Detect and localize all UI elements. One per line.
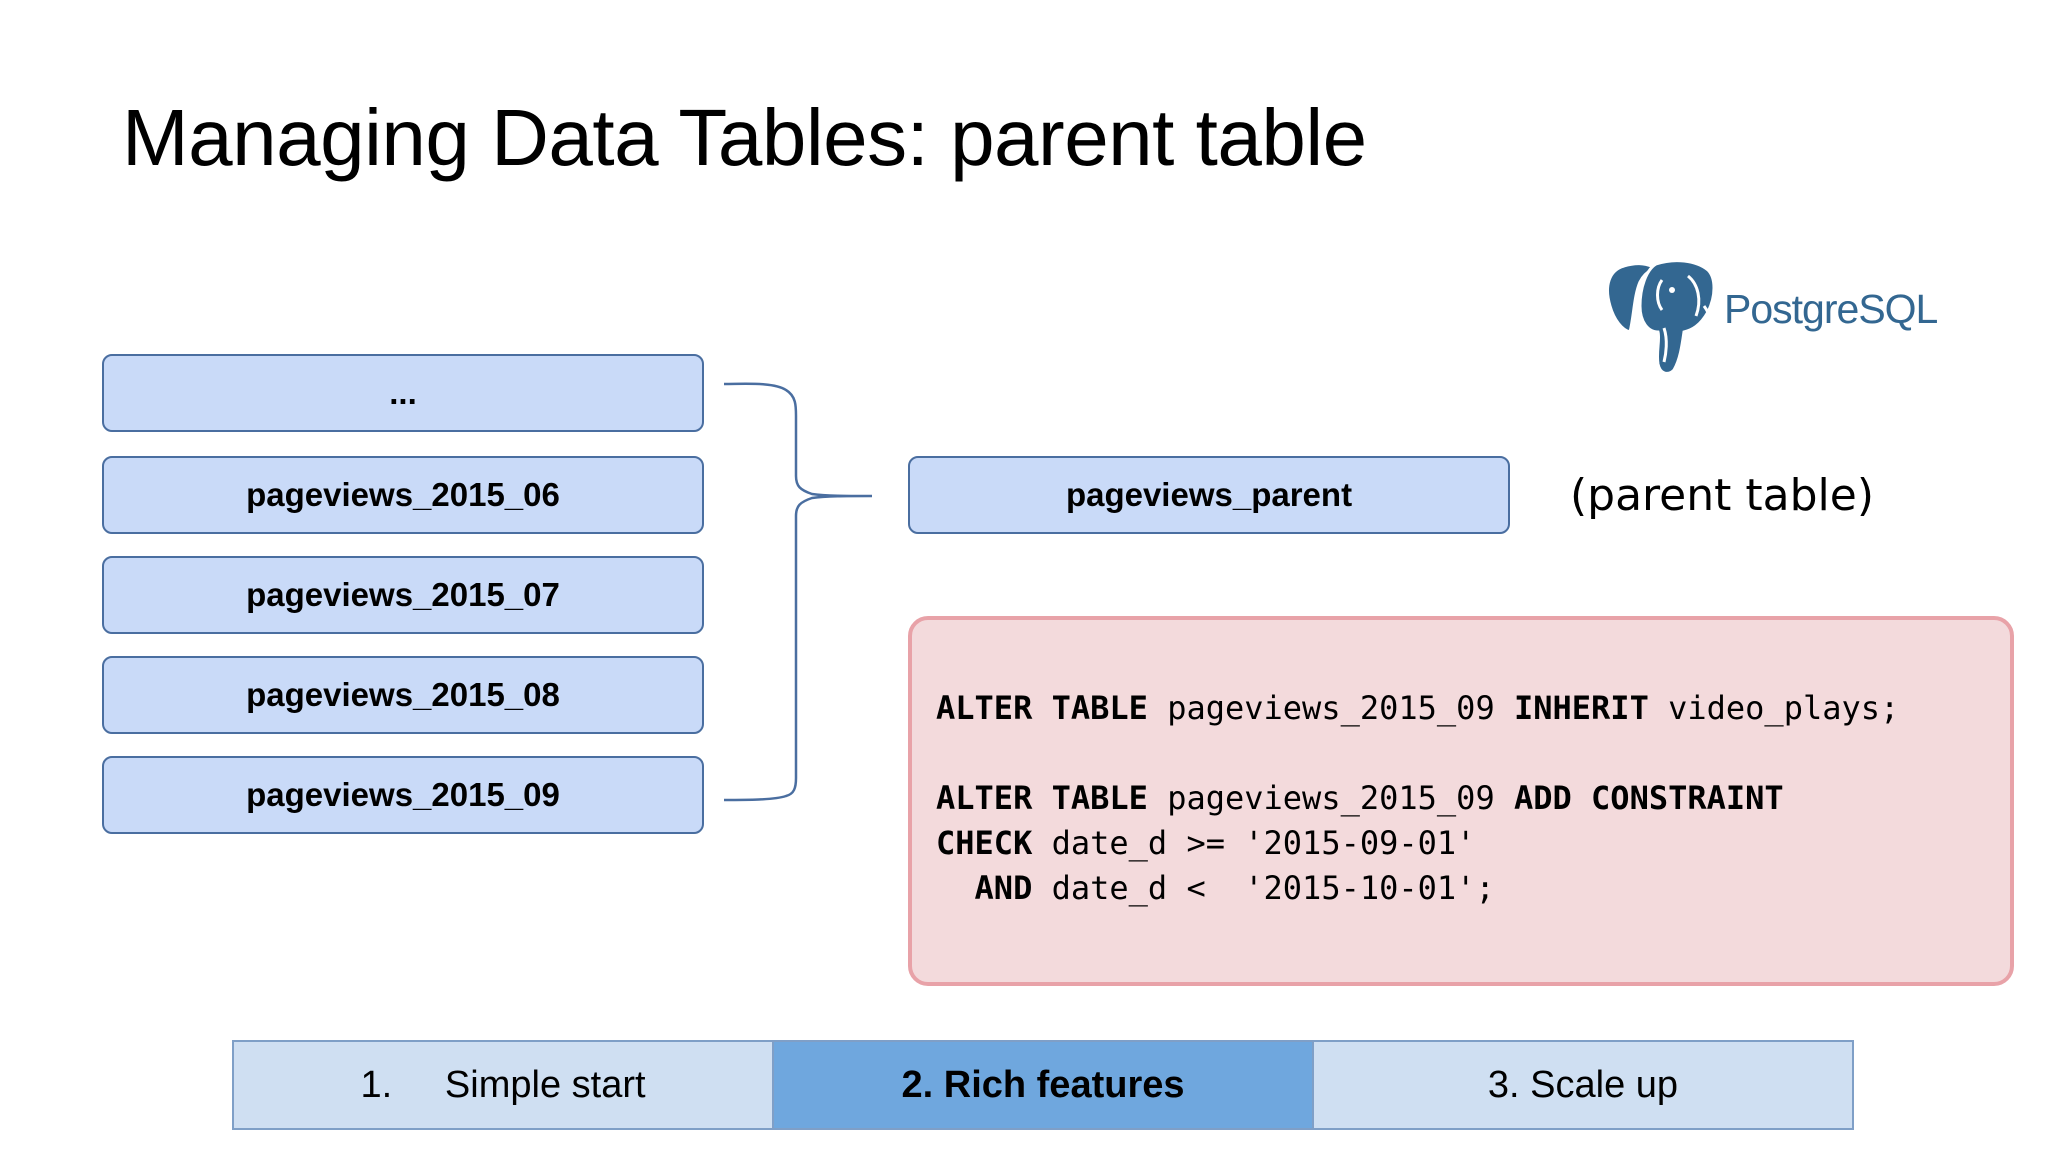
step-scale-up: 3. Scale up xyxy=(1312,1042,1852,1128)
slide-title: Managing Data Tables: parent table xyxy=(122,93,1367,182)
code-text: video_plays; xyxy=(1648,689,1900,727)
code-keyword: ADD CONSTRAINT xyxy=(1513,779,1784,817)
code-text: date_d >= '2015-09-01' xyxy=(1032,824,1476,862)
parent-table-note: (parent table) xyxy=(1570,470,1874,521)
elephant-icon xyxy=(1606,259,1716,375)
code-keyword: ALTER TABLE xyxy=(936,779,1148,817)
postgresql-logo: PostgreSQL xyxy=(1604,256,1956,376)
code-text: pageviews_2015_09 xyxy=(1147,779,1514,817)
step-label: 3. Scale up xyxy=(1487,1063,1679,1106)
code-keyword: INHERIT xyxy=(1513,689,1649,727)
step-label: 2. Rich features xyxy=(901,1063,1185,1106)
table-pageviews-2015-09: pageviews_2015_09 xyxy=(102,756,704,834)
table-pageviews-2015-07: pageviews_2015_07 xyxy=(102,556,704,634)
sql-code: ALTER TABLE pageviews_2015_09 INHERIT vi… xyxy=(936,686,1899,911)
grouping-bracket xyxy=(723,382,873,802)
code-keyword: AND xyxy=(974,869,1033,907)
table-pageviews-2015-08: pageviews_2015_08 xyxy=(102,656,704,734)
logo-text-postgre: Postgre xyxy=(1724,286,1859,332)
step-rich-features: 2. Rich features xyxy=(772,1042,1312,1128)
code-text: pageviews_2015_09 xyxy=(1147,689,1514,727)
sql-code-box: ALTER TABLE pageviews_2015_09 INHERIT vi… xyxy=(908,616,2014,986)
step-simple-start: 1. Simple start xyxy=(234,1042,772,1128)
table-pageviews-2015-06: pageviews_2015_06 xyxy=(102,456,704,534)
table-pageviews-parent: pageviews_parent xyxy=(908,456,1510,534)
logo-text-sql: SQL xyxy=(1858,286,1938,332)
code-text: date_d < '2015-10-01'; xyxy=(1032,869,1495,907)
step-label: 1. Simple start xyxy=(360,1063,646,1106)
code-indent xyxy=(936,869,975,907)
table-ellipsis: ... xyxy=(102,354,704,432)
code-keyword: CHECK xyxy=(936,824,1033,862)
logo-wordmark: PostgreSQL xyxy=(1724,286,1938,333)
progress-steps: 1. Simple start 2. Rich features 3. Scal… xyxy=(232,1040,1854,1130)
code-keyword: ALTER TABLE xyxy=(936,689,1148,727)
